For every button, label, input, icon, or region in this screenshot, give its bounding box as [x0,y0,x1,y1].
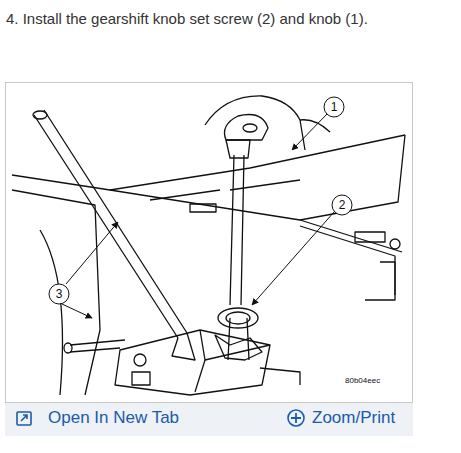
callout-circles [49,97,352,304]
leader-lines [62,114,334,318]
zoom-print-link: Zoom/Print [312,408,395,428]
step-instruction: 4. Install the gearshift knob set screw … [6,10,368,27]
open-tab-link: Open In New Tab [48,408,179,428]
open-tab-icon [17,412,31,425]
zoom-icon [288,410,304,426]
figure-id: 80b04eec [345,376,380,385]
toolbar-bar [5,403,413,436]
console-drawing [12,96,405,395]
callout-number: 2 [339,198,346,212]
callout-number: 1 [331,100,338,114]
figure-frame [6,83,413,403]
callout-number: 3 [56,287,63,301]
